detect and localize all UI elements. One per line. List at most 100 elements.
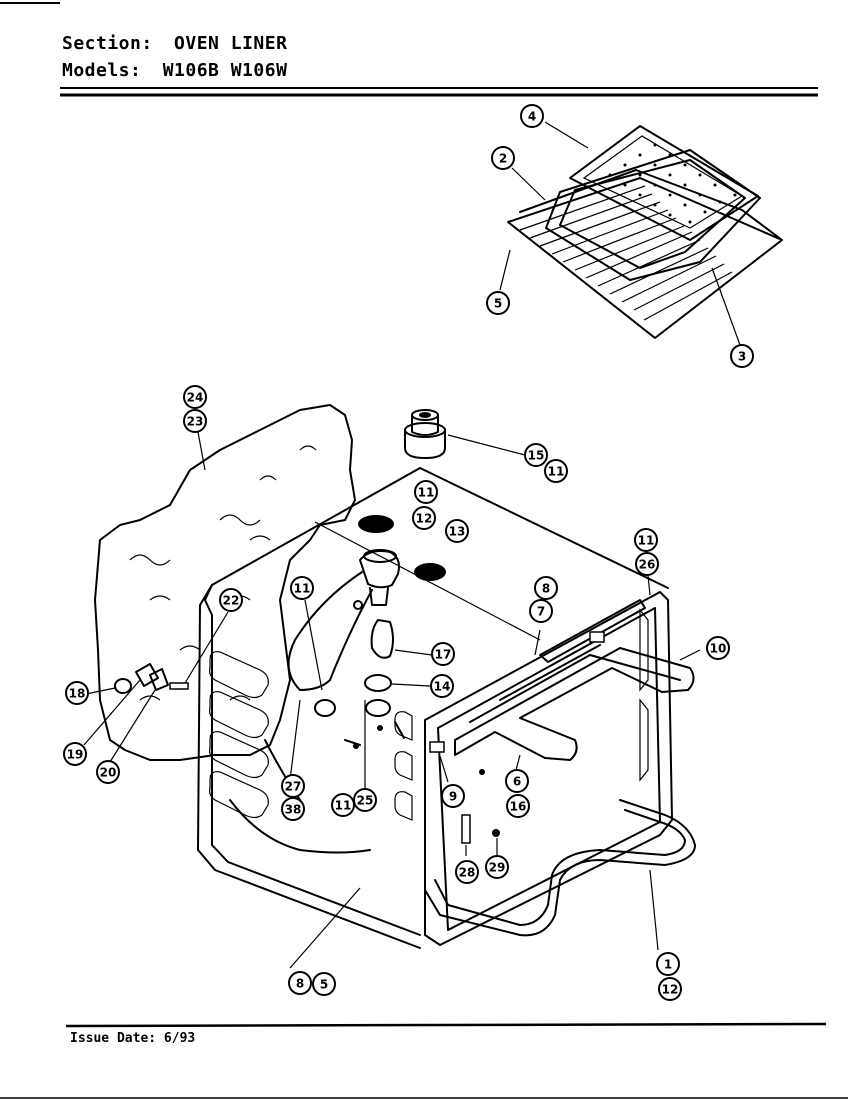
callout-bubble: 12 <box>412 506 436 530</box>
callout-bubble: 23 <box>183 409 207 433</box>
callout-circle <box>219 588 243 612</box>
callout-circle <box>506 794 530 818</box>
callout-bubble: 5 <box>312 972 336 996</box>
callout-bubble: 20 <box>96 760 120 784</box>
callout-number: 1 <box>664 958 672 972</box>
callout-bubble: 11 <box>634 528 658 552</box>
callout-circle <box>430 674 454 698</box>
callout-circle <box>183 409 207 433</box>
callout-number: 12 <box>662 983 679 997</box>
models-value: W106B W106W <box>162 60 288 81</box>
oven-liner-body <box>197 467 673 969</box>
callout-circle <box>183 385 207 409</box>
models-label: Models: <box>62 60 142 81</box>
callout-number: 5 <box>494 297 502 311</box>
callout-number: 27 <box>285 780 302 794</box>
callout-number: 19 <box>67 748 84 762</box>
callout-number: 11 <box>294 582 311 596</box>
callout-circle <box>441 784 465 808</box>
callout-bubble: 25 <box>353 788 377 812</box>
callout-circle <box>65 681 89 705</box>
callout-number: 14 <box>434 680 451 694</box>
callout-number: 11 <box>335 799 352 813</box>
callout-bubble: 14 <box>430 674 454 698</box>
heating-elements <box>424 574 701 951</box>
callout-bubble: 19 <box>63 742 87 766</box>
callout-number: 8 <box>296 977 304 991</box>
callout-bubble: 4 <box>520 104 544 128</box>
callout-bubble: 6 <box>505 769 529 793</box>
callout-number: 8 <box>542 582 550 596</box>
callout-bubble: 1 <box>656 952 680 976</box>
callout-bubble: 11 <box>290 576 314 600</box>
callout-number: 24 <box>187 391 204 405</box>
callout-bubble: 3 <box>730 344 754 368</box>
callout-circle <box>353 788 377 812</box>
callout-number: 15 <box>528 449 545 463</box>
section-heading: Section: OVEN LINER <box>62 33 287 54</box>
callout-circle <box>288 971 312 995</box>
callout-number: 29 <box>489 861 506 875</box>
callout-bubble: 12 <box>658 977 682 1001</box>
callout-number: 26 <box>639 558 656 572</box>
callout-circle <box>331 793 355 817</box>
callout-circle <box>486 291 510 315</box>
callout-bubble: 17 <box>431 642 455 666</box>
callout-bubble: 38 <box>281 797 305 821</box>
callout-circle <box>96 760 120 784</box>
callout-number: 12 <box>416 512 433 526</box>
callout-bubble: 16 <box>506 794 530 818</box>
callout-number: 38 <box>285 803 302 817</box>
callout-bubble: 7 <box>529 599 553 623</box>
callout-circle <box>63 742 87 766</box>
light-assembly <box>181 549 433 790</box>
callout-bubble: 27 <box>281 774 305 798</box>
callout-circle <box>431 642 455 666</box>
callout-number: 16 <box>510 800 527 814</box>
callout-number: 9 <box>449 790 457 804</box>
issue-date: Issue Date: 6/93 <box>70 1031 196 1046</box>
callout-number: 3 <box>738 350 746 364</box>
callout-number: 2 <box>499 152 507 166</box>
callout-circle <box>485 855 509 879</box>
broil-pan-assembly <box>499 121 783 346</box>
callout-circle <box>290 576 314 600</box>
models-heading: Models: W106B W106W <box>62 60 287 81</box>
callout-number: 13 <box>449 525 466 539</box>
callout-circle <box>656 952 680 976</box>
callout-bubble: 11 <box>544 459 568 483</box>
callout-number: 10 <box>710 642 727 656</box>
callout-bubble: 11 <box>331 793 355 817</box>
callout-bubble: 26 <box>635 552 659 576</box>
callout-bubble: 2 <box>491 146 515 170</box>
callout-circle <box>544 459 568 483</box>
callout-circle <box>529 599 553 623</box>
callout-number: 18 <box>69 687 86 701</box>
callout-number: 11 <box>638 534 655 548</box>
callout-circle <box>706 636 730 660</box>
callout-number: 22 <box>223 594 240 608</box>
callout-bubble: 18 <box>65 681 89 705</box>
callout-circle <box>524 443 548 467</box>
callout-circle <box>455 860 479 884</box>
section-value: OVEN LINER <box>174 33 288 54</box>
callout-circle <box>491 146 515 170</box>
callout-bubble: 5 <box>486 291 510 315</box>
callout-number: 6 <box>513 775 521 789</box>
callout-circle <box>412 506 436 530</box>
callout-circle <box>658 977 682 1001</box>
callout-bubble: 22 <box>219 588 243 612</box>
callout-bubble: 13 <box>445 519 469 543</box>
callout-circle <box>534 576 558 600</box>
callout-circle <box>635 552 659 576</box>
callout-number: 28 <box>459 866 476 880</box>
callout-bubble: 24 <box>183 385 207 409</box>
callout-number: 11 <box>548 465 565 479</box>
callout-circle <box>414 480 438 504</box>
thermostat-mount <box>404 409 526 459</box>
callout-circle <box>634 528 658 552</box>
callout-bubble: 29 <box>485 855 509 879</box>
callout-bubble: 8 <box>534 576 558 600</box>
